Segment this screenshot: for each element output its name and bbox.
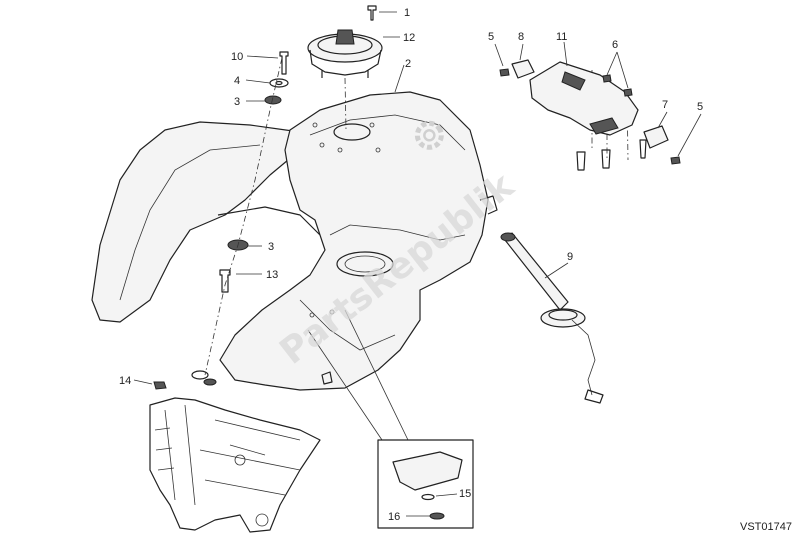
callout-7: 7 xyxy=(662,99,668,111)
callout-1: 1 xyxy=(404,7,410,19)
callout-5-right: 5 xyxy=(697,101,703,113)
callout-3-lower: 3 xyxy=(268,241,274,253)
detail-inset xyxy=(307,309,474,529)
washer-4 xyxy=(269,78,289,88)
fuel-tank xyxy=(219,91,498,391)
spacer-13 xyxy=(219,269,231,293)
fuel-pump xyxy=(500,232,604,404)
nut-14 xyxy=(153,381,167,390)
callout-6: 6 xyxy=(612,39,618,51)
callout-3-upper: 3 xyxy=(234,96,240,108)
assembly-axis-lines xyxy=(204,57,629,376)
bolt-10 xyxy=(279,51,289,75)
callout-11: 11 xyxy=(556,31,567,43)
callout-10: 10 xyxy=(231,51,243,63)
callout-9: 9 xyxy=(567,251,573,263)
callout-2: 2 xyxy=(405,58,411,70)
callout-8: 8 xyxy=(518,31,524,43)
grommet-3-upper xyxy=(264,95,282,105)
callout-numbers: 1 12 2 10 4 3 3 13 14 5 8 11 6 7 5 9 15 … xyxy=(119,7,703,523)
callout-15: 15 xyxy=(459,488,471,500)
clamp-7 xyxy=(643,125,669,149)
callout-leaders xyxy=(133,11,702,517)
callout-4: 4 xyxy=(234,75,240,87)
mount-lower xyxy=(191,370,217,386)
drawing-code: VST01747 xyxy=(740,521,792,533)
callout-12: 12 xyxy=(403,32,415,44)
screws-6 xyxy=(602,74,633,97)
filler-cap xyxy=(307,29,383,78)
callout-14: 14 xyxy=(119,375,131,387)
callout-13: 13 xyxy=(266,269,278,281)
bracket-11 xyxy=(529,61,639,136)
screw-5-right xyxy=(670,156,681,165)
screw-1 xyxy=(367,5,377,21)
clamp-8 xyxy=(511,59,535,79)
frame xyxy=(149,397,321,533)
gear-icon xyxy=(414,120,444,150)
callout-5-left: 5 xyxy=(488,31,494,43)
studs-below-bracket xyxy=(576,139,647,171)
callout-16: 16 xyxy=(388,511,400,523)
screw-5-left xyxy=(499,68,510,77)
